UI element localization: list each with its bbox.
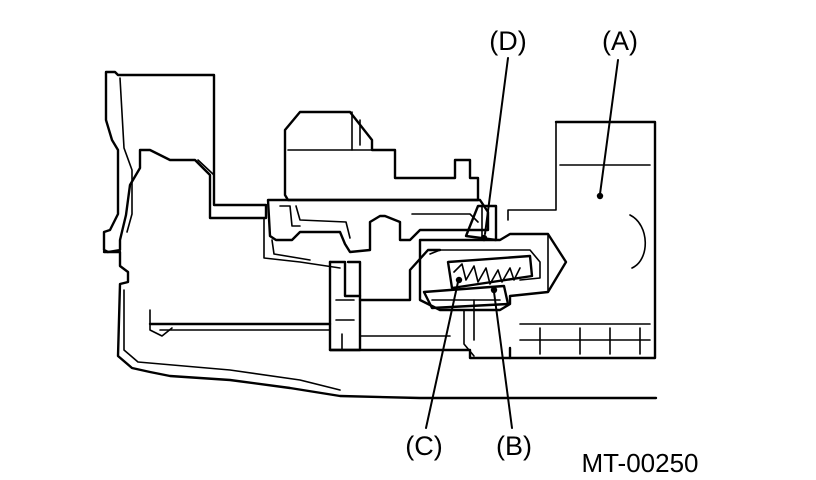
right-housing-a <box>507 120 657 360</box>
spring-seat-d <box>464 204 498 242</box>
leader-c-dot <box>455 276 463 284</box>
center-shaft <box>328 248 442 352</box>
leader-d-dot <box>480 234 488 242</box>
figure-code: MT-00250 <box>581 448 698 478</box>
leader-lines <box>425 57 619 429</box>
spring-c <box>446 254 534 290</box>
label-b: (B) <box>496 431 532 461</box>
leader-d <box>484 57 509 235</box>
label-a: (A) <box>602 26 638 56</box>
leader-c <box>425 281 459 429</box>
left-housing-wall <box>102 70 268 254</box>
leader-a <box>599 59 619 195</box>
label-c: (C) <box>405 431 442 461</box>
leader-b-dot <box>490 286 498 294</box>
leader-a-dot <box>596 192 604 200</box>
center-shift-block <box>263 110 490 269</box>
lower-shaft <box>328 335 512 360</box>
synchro-hub <box>418 232 568 312</box>
label-d: (D) <box>489 26 526 56</box>
lower-case <box>102 250 658 400</box>
leader-b <box>493 291 513 429</box>
